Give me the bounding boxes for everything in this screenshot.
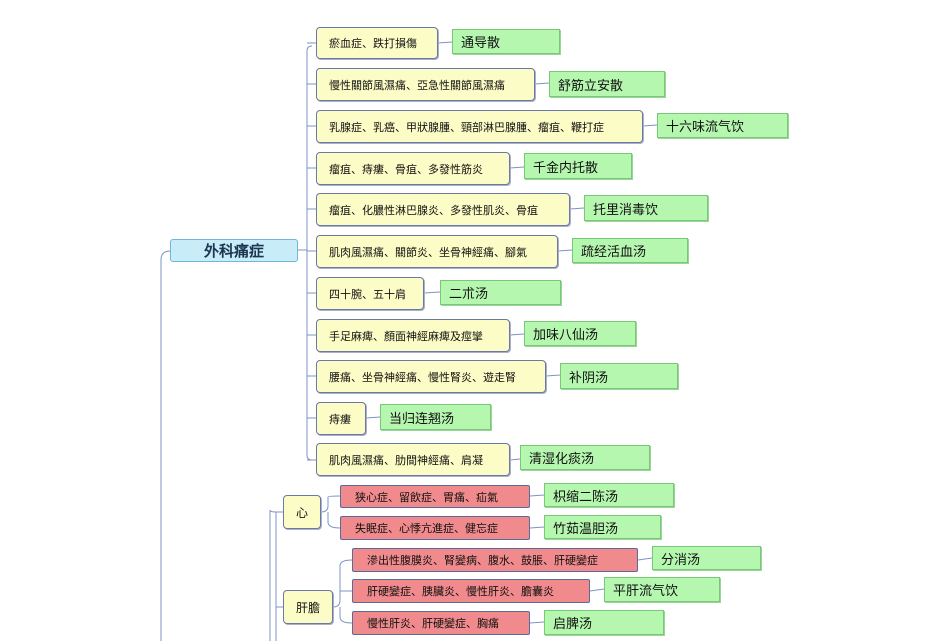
condition-node[interactable]: 腰痛、坐骨神經痛、慢性腎炎、遊走腎: [316, 360, 546, 393]
condition-node[interactable]: 慢性關節風濕痛、亞急性關節風濕痛: [316, 68, 535, 101]
formula-node[interactable]: 枳缩二陈汤: [544, 483, 674, 507]
child-connector: [320, 495, 341, 513]
formula-node[interactable]: 加味八仙汤: [524, 321, 636, 346]
formula-connector: [529, 526, 545, 529]
formula-node[interactable]: 通导散: [452, 29, 560, 54]
branch-bus: [306, 45, 313, 461]
formula-connector: [534, 82, 550, 85]
condition-node[interactable]: 手足麻痺、顏面神經麻痺及痙攣: [316, 319, 510, 352]
formula-connector: [437, 41, 453, 44]
formula-node[interactable]: 千金内托散: [524, 153, 632, 179]
formula-node[interactable]: 竹茹温胆汤: [544, 515, 661, 539]
condition-node[interactable]: 失眠症、心悸亢進症、健忘症: [340, 516, 530, 540]
condition-node[interactable]: 痔瘻: [316, 402, 366, 435]
condition-node[interactable]: 瘤疽、化膿性淋巴腺炎、多發性肌炎、骨疽: [316, 193, 570, 226]
formula-connector: [423, 291, 441, 294]
trunk: [160, 250, 171, 641]
root-topic[interactable]: 外科痛症: [170, 239, 298, 262]
condition-node[interactable]: 慢性肝炎、肝硬變症、胸痛: [352, 611, 530, 635]
formula-node[interactable]: 二朮汤: [440, 280, 561, 305]
condition-node[interactable]: 瘀血症、跌打損傷: [316, 27, 438, 59]
formula-connector: [545, 374, 561, 377]
formula-connector: [509, 333, 525, 336]
formula-connector: [509, 166, 525, 169]
condition-node[interactable]: 瘤疽、痔瘻、骨疽、多發性筋炎: [316, 152, 510, 185]
formula-connector: [642, 124, 658, 127]
formula-connector: [529, 494, 545, 497]
formula-node[interactable]: 启脾汤: [544, 610, 664, 635]
child-connector: [327, 512, 341, 529]
formula-node[interactable]: 清湿化痰汤: [520, 445, 650, 470]
formula-connector: [529, 621, 545, 624]
category-node-liver-gallbladder[interactable]: 肝膽: [283, 590, 333, 624]
formula-node[interactable]: 当归连翘汤: [380, 404, 491, 430]
category-node-heart[interactable]: 心: [283, 495, 321, 529]
formula-connector: [365, 416, 381, 419]
condition-node[interactable]: 肌肉風濕痛、肋間神經痛、肩凝: [316, 443, 510, 476]
condition-node[interactable]: 肝硬變症、胰臟炎、慢性肝炎、膽囊炎: [352, 579, 590, 603]
child-connector: [339, 590, 352, 600]
condition-node[interactable]: 滲出性腹膜炎、腎變病、腹水、鼓脹、肝硬變症: [352, 548, 638, 572]
child-connector: [332, 559, 353, 608]
formula-node[interactable]: 补阴汤: [560, 363, 678, 389]
formula-node[interactable]: 分消汤: [652, 546, 761, 570]
formula-connector: [637, 557, 653, 561]
condition-node[interactable]: 乳腺症、乳癌、甲狀腺腫、頸部淋巴腺腫、瘤疽、鞭打症: [316, 110, 643, 143]
formula-connector: [509, 458, 521, 461]
formula-node[interactable]: 疏经活血汤: [572, 238, 688, 263]
child-connector: [339, 607, 353, 624]
condition-node[interactable]: 四十腕、五十肩: [316, 277, 424, 310]
condition-node[interactable]: 狭心症、留飲症、胃痛、疝氣: [340, 485, 530, 508]
formula-node[interactable]: 十六味流气饮: [657, 113, 788, 138]
condition-node[interactable]: 肌肉風濕痛、關節炎、坐骨神經痛、腳氣: [316, 235, 558, 268]
formula-connector: [589, 588, 605, 592]
formula-connector: [569, 207, 585, 210]
formula-node[interactable]: 平肝流气饮: [604, 577, 720, 602]
formula-node[interactable]: 托里消毒饮: [584, 195, 708, 221]
formula-connector: [557, 249, 573, 252]
formula-node[interactable]: 舒筋立安散: [549, 71, 665, 97]
